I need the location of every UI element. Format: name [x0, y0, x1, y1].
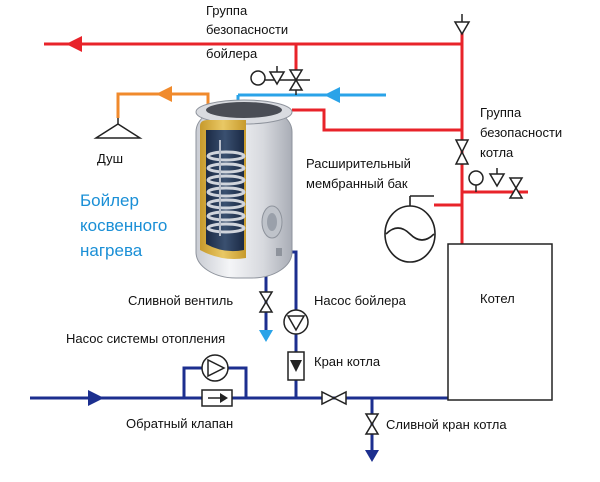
heater-unit	[447, 243, 553, 401]
expansion-tank-icon	[384, 195, 436, 263]
flow-arrow-icon	[66, 36, 82, 52]
valve-icon	[288, 69, 304, 91]
heater-label: Котел	[480, 291, 515, 306]
title-line-1: Бойлер	[80, 191, 139, 210]
flow-arrow-icon	[365, 450, 379, 462]
heater-tap-label: Кран котла	[314, 354, 381, 369]
flow-arrow-icon	[88, 390, 104, 406]
pump-icon	[283, 309, 309, 335]
valve-icon	[258, 291, 274, 313]
boiler-tank	[195, 99, 293, 279]
boiler-pump-label: Насос бойлера	[314, 293, 407, 308]
heating-pump-label: Насос системы отопления	[66, 331, 225, 346]
safety-group-heater-label-3: котла	[480, 145, 514, 160]
safety-valve-icon	[488, 168, 506, 188]
safety-group-boiler-label-1: Группа	[206, 3, 248, 18]
flow-arrow-icon	[156, 86, 172, 102]
pressure-gauge-icon	[468, 170, 484, 186]
title-line-2: косвенного	[80, 216, 167, 235]
safety-group-boiler-label-2: безопасности	[206, 22, 288, 37]
valve-icon	[321, 390, 347, 406]
shower-head-icon	[93, 118, 143, 139]
heater-safety-group	[468, 168, 524, 199]
boiler-hot-line	[292, 108, 462, 132]
pump-icon	[201, 354, 229, 382]
check-valve-label: Обратный клапан	[126, 416, 233, 431]
safety-group-heater-label-2: безопасности	[480, 125, 562, 140]
check-valve-icon	[201, 389, 233, 407]
heater-tap	[287, 351, 305, 381]
flow-arrow-icon	[259, 330, 273, 342]
safety-valve-icon	[268, 66, 286, 86]
expansion-tank-label-2: мембранный бак	[306, 176, 408, 191]
pressure-gauge-icon	[250, 70, 266, 86]
valve-icon	[508, 177, 524, 199]
shower-line	[116, 92, 210, 118]
shower-label: Душ	[97, 151, 123, 166]
title-line-3: нагрева	[80, 241, 143, 260]
safety-group-boiler-label-3: бойлера	[206, 46, 258, 61]
safety-valve-icon	[453, 14, 471, 36]
flow-arrow-icon	[324, 87, 340, 103]
drain-valve-label: Сливной вентиль	[128, 293, 233, 308]
safety-group-heater-label-1: Группа	[480, 105, 522, 120]
valve-icon	[364, 413, 380, 435]
expansion-tank-label-1: Расширительный	[306, 156, 411, 171]
valve-icon	[454, 139, 470, 165]
boiler-safety-group	[250, 66, 310, 95]
heater-drain-tap-label: Сливной кран котла	[386, 417, 507, 432]
